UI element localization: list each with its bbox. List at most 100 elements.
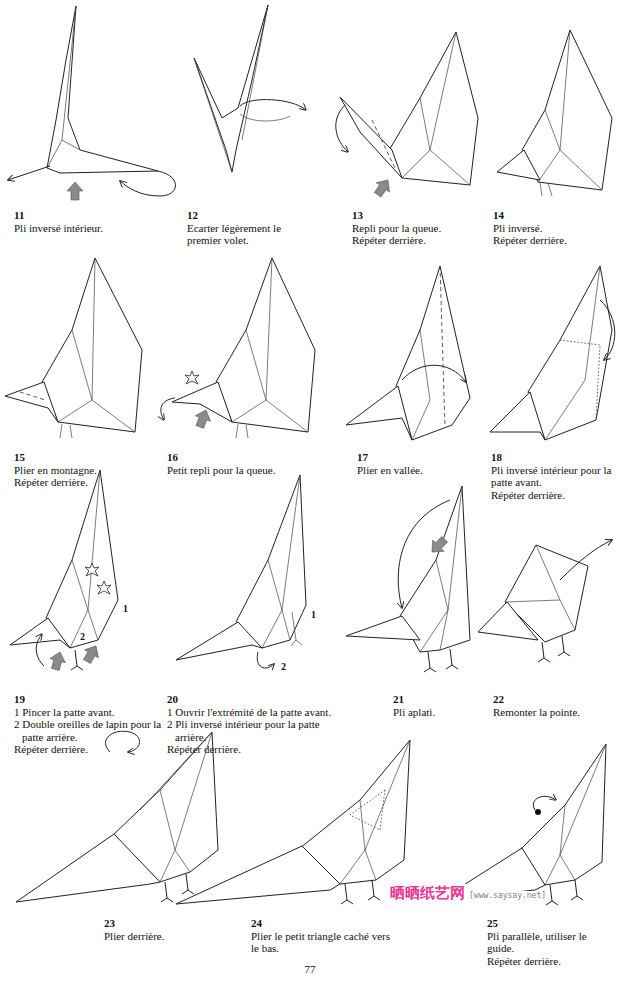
step-number: 13 [352,209,487,222]
step-number: 21 [393,693,488,706]
paper-layer [46,470,118,648]
crease-line [88,470,100,640]
figure-19 [10,470,118,671]
crease-line [194,58,232,172]
caption-block: 16Petit repli pour la queue. [167,451,347,476]
push-arrow [426,534,450,558]
caption-block: 25Pli parallèle, utiliser le guide.Répét… [487,917,615,967]
caption-block: 11Pli inversé intérieur. [14,209,164,234]
crease-line [282,475,300,640]
crease-line [536,545,575,630]
figure-20 [176,475,306,668]
figure-17 [346,266,470,440]
caption-block: 14Pli inversé.Répéter derrière. [493,209,615,247]
fold-arrow [398,500,450,608]
step-instruction: Répéter derrière. [14,476,159,489]
fold-arrow [240,100,306,110]
pinch-symbol [185,371,199,384]
paper-layer [16,834,160,902]
push-arrow [192,407,213,429]
leg-symbol [424,652,436,672]
step-number: 11 [14,209,164,222]
caption-block: 1 [310,604,317,622]
crease-line [70,560,88,648]
numbered-instruction: 2 Double oreilles de lapin pour la patte… [14,718,164,743]
fold-arrow [533,796,556,810]
caption-block: 24Plier le petit triangle caché vers le … [251,917,391,955]
fold-arrow [402,365,466,382]
caption-block: 1 [122,598,129,616]
pinch-symbol [85,563,99,576]
crease-line [340,800,365,884]
leg-symbol [341,884,353,904]
crease-line [47,6,76,168]
leg-symbol [71,650,83,670]
watermark-url: [www.saysay.net] [467,891,548,901]
step-instruction: Plier le petit triangle caché vers le ba… [251,930,391,955]
crease-line [60,424,72,438]
step-number: 17 [357,451,487,464]
caption-block: 15Plier en montagne.Répéter derrière. [14,451,159,489]
crease-line [545,266,600,440]
crease-line [505,600,560,602]
step-number: 19 [14,693,164,706]
caption-block: 2 [79,626,86,644]
figure-22 [478,540,612,662]
leg-symbol [368,880,380,900]
crease-line [420,560,448,652]
step-number: 25 [487,917,615,930]
figure-12 [194,5,306,172]
caption-block: 201 Ouvrir l'extrémité de la patte avant… [167,693,345,756]
step-instruction: Pli aplati. [393,706,488,719]
figure-14 [497,30,612,196]
step-instruction: Répéter derrière. [491,489,615,502]
crease-line [540,182,552,196]
step-number: 20 [167,693,345,706]
figure-25 [440,744,606,905]
crease-line [236,424,248,438]
step-number: 24 [251,917,391,930]
caption-block: 77 [295,963,325,976]
push-arrow [48,650,68,672]
fold-line [20,392,45,400]
step-instruction: Petit repli pour la queue. [167,464,347,477]
crease-line [266,258,308,432]
callout-number: 1 [122,603,129,614]
step-instruction: Repli pour la queue. [352,222,487,235]
push-arrow [80,642,103,666]
caption-block: 2 [280,656,287,674]
paper-layer [520,744,606,885]
figure-18 [490,266,615,440]
leg-symbol [446,649,458,669]
callout-number: 2 [280,661,287,672]
paper-layer [528,266,612,440]
step-instruction: Plier derrière. [104,930,244,943]
leg-symbol [182,874,194,894]
fold-arrow [36,634,44,666]
leg-symbol [538,642,550,662]
caption-block: 13Repli pour la queue.Répéter derrière. [352,209,487,247]
fold-arrow [120,171,176,196]
step-number: 15 [14,451,159,464]
paper-layer [396,266,470,440]
paper-layer [42,258,142,432]
paper-layer [478,602,538,640]
paper-layer [216,258,315,432]
step-instruction: Répéter derrière. [493,234,615,247]
crease-line [430,32,470,185]
numbered-instruction: 2 Pli inversé intérieur pour la patte ar… [167,718,345,743]
fold-arrow [8,166,50,180]
crease-line [62,140,80,150]
leg-symbol [571,880,583,900]
leg-symbol [161,882,173,902]
crease-line [402,98,430,178]
step-instruction: Plier en montagne. [14,464,159,477]
step-instruction: Pli parallèle, utiliser le guide. [487,930,615,955]
push-arrow [371,175,394,199]
push-arrow [67,182,83,200]
fold-line [440,266,445,428]
step-instruction: Pli inversé intérieur pour la patte avan… [491,464,615,489]
numbered-instruction: 1 Ouvrir l'extrémité de la patte avant. [167,706,345,719]
figure-21 [346,486,470,672]
